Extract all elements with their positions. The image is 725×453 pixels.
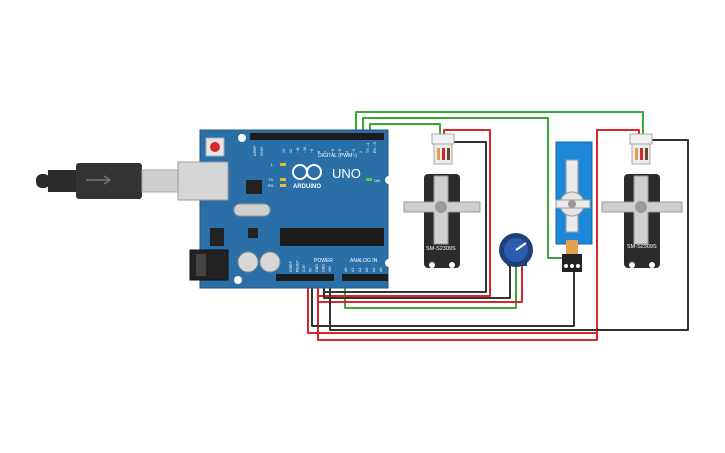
pin-label: 5V	[309, 267, 313, 272]
atmega-chip	[280, 228, 384, 246]
pin-label: TX→1	[366, 143, 370, 153]
wire-red-servo-right[interactable]	[317, 129, 640, 341]
arduino-board[interactable]: UNO ARDUINO DIGITAL (PWM~) POWER ANALOG …	[177, 129, 393, 289]
pin-label: 12	[289, 149, 293, 153]
servo-blue[interactable]	[555, 141, 593, 272]
pin-label: 3.3V	[302, 264, 306, 272]
on-label: ON	[374, 178, 380, 183]
pin-label: RX←0	[373, 142, 377, 153]
pin-label: A1	[351, 268, 355, 272]
usb-cable[interactable]	[36, 163, 181, 199]
arduino-logo-icon	[292, 164, 322, 180]
power-label: POWER	[314, 258, 333, 264]
pin-label: ~10	[303, 147, 307, 153]
tx-label: TX	[268, 177, 273, 182]
board-logo: UNO	[332, 166, 361, 181]
pin-label: A0	[344, 268, 348, 272]
pin-label: ~3	[352, 149, 356, 153]
power-header	[276, 274, 334, 281]
pin-label: A2	[358, 268, 362, 272]
servo-right-model: SM-S2309S	[627, 244, 657, 250]
pin-label: RESET	[296, 259, 300, 272]
board-brand: ARDUINO	[293, 184, 321, 190]
pin-label: ~9	[310, 149, 314, 153]
wire-black-servo-blue[interactable]	[311, 272, 575, 327]
pin-label: A4	[372, 268, 376, 272]
wire-red-servo-blue[interactable]	[307, 278, 596, 334]
potentiometer[interactable]	[499, 233, 533, 267]
analog-label: ANALOG IN	[350, 258, 378, 264]
pin-label: 8	[317, 151, 321, 153]
pin-label: GND	[315, 264, 319, 272]
digital-label: DIGITAL (PWM~)	[318, 153, 357, 159]
servo-right[interactable]: SM-S2309S	[601, 133, 683, 268]
pin-label: ~11	[296, 147, 300, 153]
pin-label: A3	[365, 268, 369, 272]
analog-header	[342, 274, 388, 281]
pin-label: 13	[282, 149, 286, 153]
power-jack	[189, 249, 229, 281]
capacitor-1	[237, 251, 259, 273]
pin-label: 4	[345, 151, 349, 153]
crystal	[233, 203, 271, 217]
wire-black-pot[interactable]	[323, 262, 511, 299]
rx-label: RX	[268, 183, 274, 188]
l-label: L	[271, 162, 274, 167]
pin-label: VIN	[328, 266, 332, 272]
wire-green-servo-right[interactable]	[355, 111, 644, 138]
servo-left-model: SM-S2309S	[426, 246, 456, 252]
pin-label: IOREF	[289, 260, 293, 272]
pin-label: GND	[322, 264, 326, 272]
digital-header	[250, 133, 384, 140]
pin-label: ~5	[338, 149, 342, 153]
capacitor-2	[259, 251, 281, 273]
servo-left[interactable]: SM-S2309S	[403, 133, 481, 268]
gnd-label: GND	[259, 147, 264, 156]
usb-port	[177, 161, 229, 201]
pin-label: A5	[379, 268, 383, 272]
aref-label: AREF	[252, 145, 257, 156]
pin-label: 2	[359, 151, 363, 153]
pin-label: ~6	[331, 149, 335, 153]
pin-label: 7	[324, 151, 328, 153]
